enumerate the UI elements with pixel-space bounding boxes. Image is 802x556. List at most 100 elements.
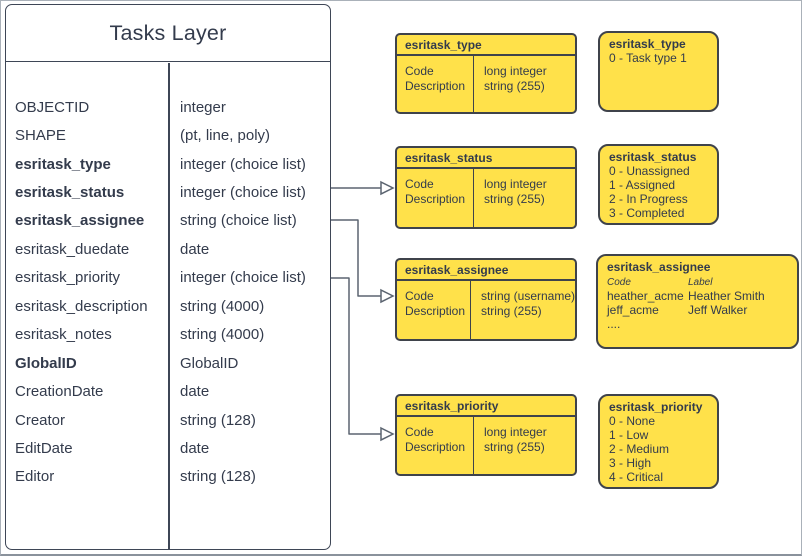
field-row: esritask_description string (4000): [6, 292, 330, 320]
field-name: esritask_type: [15, 155, 111, 173]
description-label: Description: [405, 78, 466, 93]
field-row: OBJECTID integer: [6, 93, 330, 121]
spec-box-esritask-status: esritask_status Code Description long in…: [395, 146, 577, 229]
assignee-label: Jeff Walker: [688, 302, 748, 317]
field-row: esritask_status integer (choice list): [6, 178, 330, 206]
field-type: date: [180, 383, 210, 401]
assignee-column-header: Label: [688, 276, 713, 288]
field-type: date: [180, 439, 210, 457]
field-type: (pt, line, poly): [180, 127, 271, 145]
description-type: string (255): [484, 191, 545, 206]
field-row: SHAPE (pt, line, poly): [6, 121, 330, 149]
value-box-esritask-type: esritask_type 0 - Task type 1: [598, 31, 719, 112]
field-row: Creator string (128): [6, 406, 330, 434]
domain-value-line: 2 - In Progress: [609, 191, 688, 206]
assignee-code: jeff_acme: [607, 302, 659, 317]
description-label: Description: [405, 191, 466, 206]
field-type: string (4000): [180, 326, 265, 344]
field-type: string (128): [180, 411, 256, 429]
spec-box-title: esritask_type: [397, 35, 575, 56]
description-label: Description: [405, 303, 466, 318]
field-name: esritask_notes: [15, 326, 112, 344]
code-type: long integer: [484, 177, 547, 191]
table-title: Tasks Layer: [6, 5, 330, 62]
value-box-esritask-assignee: esritask_assignee Code Label heather_acme H…: [596, 254, 799, 349]
field-name: esritask_priority: [15, 269, 121, 287]
description-label: Description: [405, 439, 466, 454]
field-row: esritask_type integer (choice list): [6, 150, 330, 178]
field-type: string (choice list): [180, 212, 297, 230]
spec-box-esritask-priority: esritask_priority Code Description long …: [395, 394, 577, 476]
field-row: CreationDate date: [6, 377, 330, 405]
spec-box-title: esritask_priority: [397, 396, 575, 417]
domain-value-line: 1 - Assigned: [609, 177, 676, 192]
domain-value-line: 0 - Task type 1: [609, 50, 687, 65]
value-box-title: esritask_type: [609, 37, 686, 51]
field-row: EditDate date: [6, 434, 330, 462]
spec-box-title: esritask_status: [397, 148, 575, 169]
field-type: string (128): [180, 468, 256, 486]
field-name: OBJECTID: [15, 98, 90, 116]
field-type: integer (choice list): [180, 155, 306, 173]
arrowhead-status: [380, 180, 395, 196]
arrowhead-priority: [380, 426, 395, 442]
domain-value-line: 3 - High: [609, 455, 652, 470]
domain-value-line: 0 - None: [609, 413, 656, 428]
spec-box-title: esritask_assignee: [397, 260, 575, 281]
domain-value-line: 3 - Completed: [609, 205, 685, 220]
connector-assignee: [331, 219, 381, 297]
code-type: long integer: [484, 64, 547, 78]
value-box-title: esritask_assignee: [607, 260, 711, 274]
domain-value-line: 4 - Critical: [609, 469, 664, 484]
field-type: string (4000): [180, 297, 265, 315]
arrowhead-assignee: [380, 288, 395, 304]
code-label: Code: [405, 425, 434, 439]
domain-value-line: 2 - Medium: [609, 441, 670, 456]
field-type: integer (choice list): [180, 269, 306, 287]
domain-value-line: 0 - Unassigned: [609, 163, 690, 178]
assignee-column-header: Code: [607, 276, 631, 288]
field-name: Creator: [15, 411, 66, 429]
field-type: date: [180, 240, 210, 258]
code-label: Code: [405, 177, 434, 191]
field-name: GlobalID: [15, 354, 77, 372]
connector-priority: [331, 277, 381, 435]
value-box-title: esritask_priority: [609, 400, 703, 414]
code-type: long integer: [484, 425, 547, 439]
field-row: Editor string (128): [6, 463, 330, 491]
field-row: esritask_duedate date: [6, 235, 330, 263]
column-divider: [168, 63, 170, 549]
assignee-code-label-grid: Code Label heather_acme Heather Smith jeff_a…: [607, 275, 788, 318]
field-name: EditDate: [15, 439, 73, 457]
field-name: esritask_duedate: [15, 240, 130, 258]
code-type: string (username): [480, 289, 575, 303]
field-name: CreationDate: [15, 383, 104, 401]
field-name: esritask_status: [15, 184, 125, 202]
description-type: string (255): [484, 78, 545, 93]
field-name: SHAPE: [15, 127, 66, 145]
field-type: integer (choice list): [180, 184, 306, 202]
assignee-code: heather_acme: [607, 288, 684, 303]
field-name: esritask_description: [15, 297, 148, 315]
assignee-label: Heather Smith: [688, 288, 765, 303]
code-label: Code: [405, 64, 434, 78]
domain-value-lines: 0 - Task type 1: [609, 50, 708, 66]
field-row: esritask_priority integer (choice list): [6, 264, 330, 292]
spec-box-esritask-type: esritask_type Code Description long inte…: [395, 33, 577, 114]
field-name: Editor: [15, 468, 55, 486]
field-type: integer: [180, 98, 226, 116]
spec-box-esritask-assignee: esritask_assignee Code Description strin…: [395, 258, 577, 341]
description-type: string (255): [480, 303, 542, 318]
value-box-title: esritask_status: [609, 150, 697, 164]
assignee-ellipsis: ....: [607, 316, 621, 331]
